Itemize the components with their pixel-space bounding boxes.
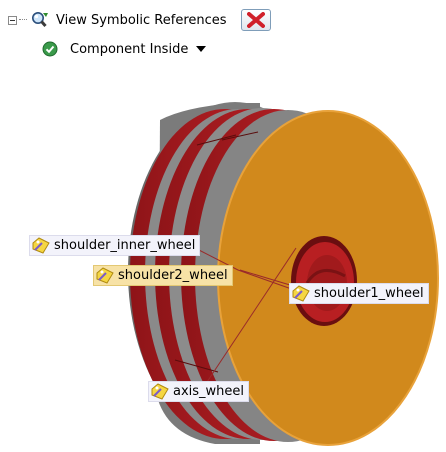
tree-connector [19, 19, 27, 21]
reference-label-text: shoulder2_wheel [118, 268, 228, 283]
reference-tag-icon [31, 236, 51, 255]
reference-label-axis-wheel[interactable]: axis_wheel [148, 381, 250, 402]
chevron-down-icon[interactable] [196, 46, 207, 52]
view-symbolic-references-node[interactable]: View Symbolic References [8, 9, 271, 31]
axis-link-line [204, 247, 297, 386]
reference-label-shoulder1-wheel[interactable]: shoulder1_wheel [289, 283, 429, 304]
reference-label-text: axis_wheel [173, 384, 245, 399]
reference-label-shoulder-inner-wheel[interactable]: shoulder_inner_wheel [29, 235, 201, 256]
green-check-icon [42, 41, 58, 57]
ring-seams [174, 131, 259, 401]
reference-label-text: shoulder1_wheel [314, 286, 424, 301]
view-symbolic-references-label: View Symbolic References [56, 12, 227, 28]
magnifier-filter-icon [30, 11, 50, 29]
component-inside-label: Component Inside [70, 41, 189, 57]
close-x-icon [246, 12, 265, 28]
reference-tag-icon [150, 382, 170, 401]
reference-tag-icon [291, 284, 311, 303]
reference-tag-icon [95, 266, 115, 285]
reference-label-text: shoulder_inner_wheel [54, 238, 196, 253]
component-inside-filter[interactable]: Component Inside [42, 38, 207, 60]
hub-shading [305, 268, 346, 284]
collapse-icon[interactable] [8, 15, 17, 25]
reference-label-shoulder2-wheel[interactable]: shoulder2_wheel [93, 265, 233, 286]
close-button[interactable] [240, 9, 271, 31]
